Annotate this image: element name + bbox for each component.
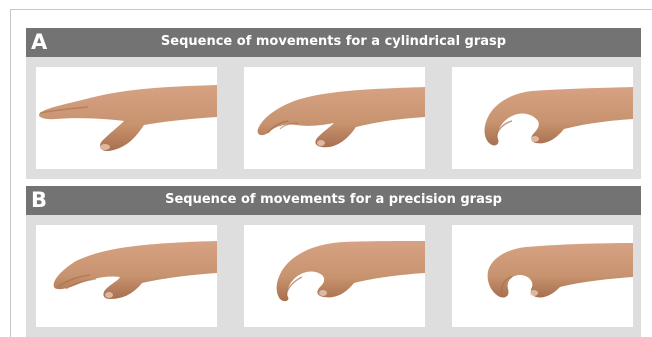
panel-a-header: A Sequence of movements for a cylindrica… [26,28,641,57]
figure-frame-left [10,9,11,337]
hand-curved-open-icon [36,225,217,327]
panel-b-frame-1 [36,225,217,327]
panel-a: A Sequence of movements for a cylindrica… [26,28,641,179]
panel-a-title: Sequence of movements for a cylindrical … [26,34,641,50]
panel-b-header: B Sequence of movements for a precision … [26,186,641,215]
hand-cylindrical-grasp-closed-icon [452,67,633,169]
panel-b-title: Sequence of movements for a precision gr… [26,192,641,208]
hand-precision-pinch-closed-icon [452,225,633,327]
panel-a-frame-1 [36,67,217,169]
hand-pinch-approach-icon [244,225,425,327]
panel-b: B Sequence of movements for a precision … [26,186,641,337]
open-hand-extended-icon [36,67,217,169]
panel-b-frame-3 [452,225,633,327]
panel-a-frame-2 [244,67,425,169]
figure-frame-top [10,9,652,10]
panel-b-frame-2 [244,225,425,327]
hand-partially-flexed-icon [244,67,425,169]
panel-a-frame-3 [452,67,633,169]
